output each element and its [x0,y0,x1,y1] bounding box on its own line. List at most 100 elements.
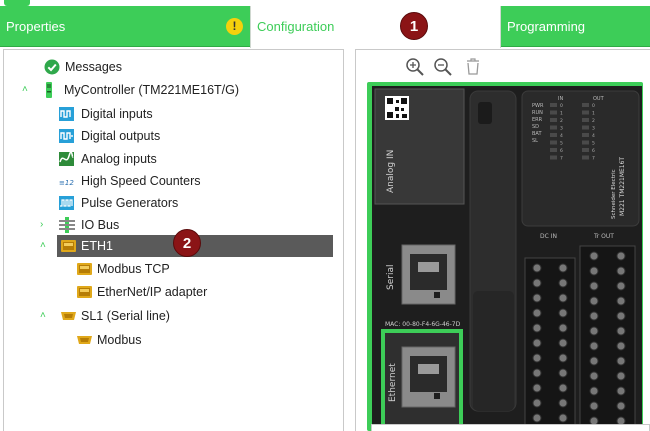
led-indicator [582,140,589,145]
qr-code-icon [385,96,409,120]
title-strip [0,0,650,6]
callout-marker-2: 2 [173,229,201,257]
tree-item-controller[interactable]: ˄ MyController (TM221ME16T/G) [22,79,302,101]
terminal-screw [616,281,626,291]
chevron-up-icon[interactable]: ˄ [22,84,28,95]
terminal-screw [589,386,599,396]
tree-item-pulse-generators[interactable]: Pulse Generators [59,192,259,214]
led-indicator [550,110,557,115]
tree-label: Pulse Generators [81,196,179,210]
terminal-screw [589,341,599,351]
chevron-up-icon[interactable]: ˄ [40,310,46,321]
channel-number: 6 [560,148,563,154]
pulse-icon [59,196,74,210]
tree-item-io-bus[interactable]: › IO Bus [40,214,240,236]
terminal-screw [532,398,542,408]
terminal-screw [558,323,568,333]
tr-out-label: Tr OUT [593,233,614,240]
terminal-screw [589,401,599,411]
terminal-screw [589,311,599,321]
channel-number: 1 [560,111,563,117]
input-terminal-block[interactable] [524,257,576,431]
terminal-screws [532,251,626,426]
tree-item-ethernet-ip-adapter[interactable]: EtherNet/IP adapter [77,281,297,303]
svg-text:≡123: ≡123 [59,179,74,187]
channel-number: 7 [592,156,595,162]
analog-in-label: Analog IN [386,150,396,193]
terminal-screw [532,293,542,303]
tree-item-modbus[interactable]: Modbus [77,329,277,351]
app-menu-nub[interactable] [4,0,30,6]
terminal-screw [616,311,626,321]
channel-number: 2 [592,118,595,124]
zoom-out-icon[interactable] [433,57,453,77]
trash-icon[interactable] [463,57,483,77]
tree-label: SL1 (Serial line) [81,309,170,323]
terminal-screw [558,338,568,348]
led-indicator [550,148,557,152]
zoom-in-icon[interactable] [405,57,425,77]
terminal-screw [558,278,568,288]
tree-item-sl1[interactable]: ˄ SL1 (Serial line) [40,305,260,327]
chevron-right-icon[interactable]: › [40,219,44,230]
tab-programming[interactable]: Programming [501,6,650,47]
tree-label: EtherNet/IP adapter [97,285,208,299]
led-indicator [582,133,589,137]
tree-item-messages[interactable]: Messages [44,56,244,78]
led-indicator [550,103,557,107]
callout-marker-1: 1 [400,12,428,40]
led-label: SL [532,138,538,144]
tree-item-eth1[interactable]: ˄ ETH1 [40,235,240,257]
terminal-screw [616,266,626,276]
channel-number: 4 [560,133,563,139]
tree-item-digital-inputs[interactable]: Digital inputs [59,103,259,125]
led-label: ERR [532,117,543,123]
channel-number: 0 [560,103,563,109]
model-label: M221 TM221ME16T [619,157,626,216]
led-indicator [582,103,589,107]
tree-item-high-speed-counters[interactable]: ≡123 High Speed Counters [59,170,259,192]
terminal-screw [589,251,599,261]
tab-properties[interactable]: Properties [0,6,250,47]
led-label: PWR [532,103,544,109]
analog-icon [59,152,74,166]
io-bus-icon [59,217,75,233]
main-tab-bar: Properties ! Configuration Programming [0,6,650,48]
tree-item-modbus-tcp[interactable]: Modbus TCP [77,258,277,280]
ethernet-port-icon [77,263,92,275]
channel-number: 5 [592,141,595,147]
led-label: RUN [532,110,543,116]
serial-label: Serial [386,265,396,290]
terminal-screw [616,401,626,411]
warning-icon[interactable]: ! [226,18,243,35]
tab-configuration[interactable]: Configuration [250,6,501,48]
terminal-screw [558,368,568,378]
tree-label: High Speed Counters [81,174,201,188]
output-terminal-block[interactable] [579,245,636,431]
terminal-screw [616,296,626,306]
led-indicator [582,155,589,160]
chevron-up-icon[interactable]: ˄ [40,240,46,251]
terminal-screw [558,413,568,423]
terminal-screw [616,341,626,351]
terminal-screw [589,326,599,336]
counter-icon: ≡123 [59,179,74,187]
tree-label: Messages [65,60,122,74]
tree-label: Modbus [97,333,142,347]
terminal-screw [616,251,626,261]
tab-configuration-label: Configuration [257,19,335,34]
tree-item-analog-inputs[interactable]: Analog inputs [59,148,259,170]
device-view-bottom-field[interactable] [371,424,650,431]
tree-label: Digital inputs [81,107,153,121]
led-label: BAT [532,131,542,137]
terminal-screw [616,326,626,336]
controller-icon [46,82,52,98]
terminal-screw [532,368,542,378]
ethernet-port-icon [77,286,92,298]
brand-logo: Schneider Electric [611,169,617,219]
channel-number: 6 [592,148,595,154]
controller-device-graphic[interactable]: Analog IN PWR RUN ERR SD BAT SL IN OUT 0… [372,86,642,431]
ethernet-label: Ethernet [388,363,398,402]
tree-item-digital-outputs[interactable]: Digital outputs [59,125,259,147]
